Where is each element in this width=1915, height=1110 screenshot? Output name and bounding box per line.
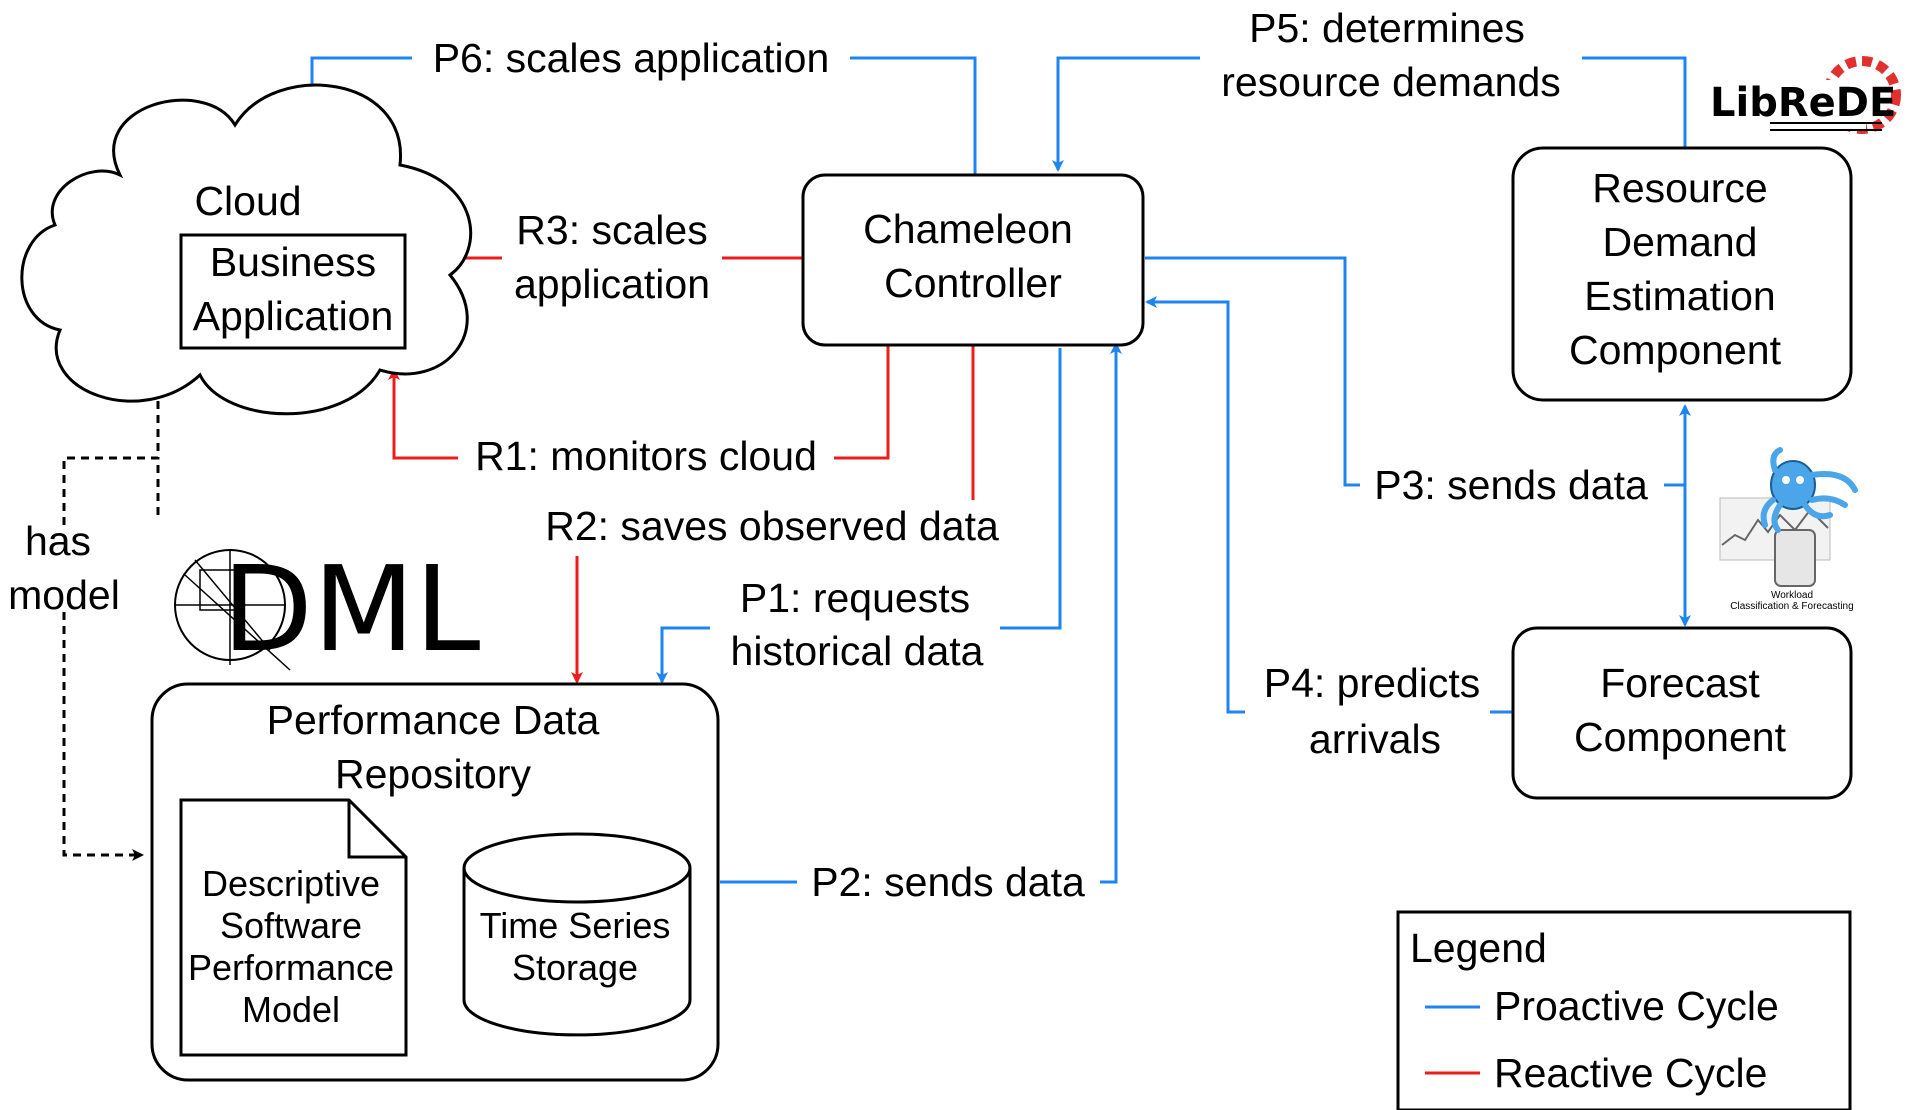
forecast-label-2: Component [1574, 714, 1787, 760]
cloud-title: Cloud [194, 178, 301, 224]
performance-data-repository-node: Performance Data Repository Descriptive … [150, 682, 720, 1082]
edge-label-has-model-1: has [25, 518, 91, 564]
model-document-fold [347, 800, 406, 859]
controller-label-2: Controller [884, 260, 1062, 306]
repository-label-2: Repository [335, 751, 531, 797]
storage-label-1: Time Series [480, 905, 671, 946]
time-series-storage-cylinder [462, 832, 692, 1037]
wcf-logo: Workload Classification & Forecasting [1719, 447, 1858, 612]
octopus-icon [1760, 447, 1858, 533]
edge-p4 [1147, 302, 1512, 714]
edge-label-p6: P6: scales application [433, 35, 830, 81]
edge-label-p4-2: arrivals [1309, 716, 1441, 762]
rde-label-4: Component [1569, 327, 1782, 373]
model-doc-label-1: Descriptive [202, 863, 380, 904]
chameleon-controller-node: Chameleon Controller [801, 173, 1145, 347]
rde-label-1: Resource [1592, 165, 1767, 211]
edge-label-r2: R2: saves observed data [545, 503, 999, 549]
edge-label-r3-2: application [514, 261, 710, 307]
edge-label-r3-1: R3: scales [516, 207, 707, 253]
controller-label-1: Chameleon [863, 206, 1073, 252]
business-application-label-2: Application [193, 293, 394, 339]
edge-label-has-model-2: model [8, 572, 120, 618]
librede-logo: LibReDE [1710, 56, 1901, 134]
legend-box [1396, 910, 1852, 1110]
forecast-box [1511, 626, 1853, 800]
edge-label-p3: P3: sends data [1374, 462, 1648, 508]
edge-label-p1-2: historical data [731, 628, 984, 674]
cloud-node: Cloud Business Application [20, 83, 473, 416]
model-doc-label-2: Software [220, 905, 362, 946]
edge-label-p4-1: P4: predicts [1264, 660, 1481, 706]
edge-label-p5-1: P5: determines [1249, 5, 1525, 51]
forecast-component-node: Forecast Component [1511, 626, 1853, 800]
wcf-logo-text-1: Workload [1771, 590, 1813, 601]
edge-p1 [662, 348, 1062, 682]
edge-has-model-up [62, 366, 164, 525]
rde-label-2: Demand [1603, 219, 1758, 265]
controller-box [801, 173, 1145, 347]
storage-label-2: Storage [512, 947, 638, 988]
business-application-label-1: Business [210, 239, 376, 285]
legend-title: Legend [1410, 925, 1547, 971]
forecast-label-1: Forecast [1600, 660, 1760, 706]
edge-label-r1: R1: monitors cloud [475, 433, 817, 479]
edge-label-p2: P2: sends data [811, 859, 1085, 905]
edge-p5 [1058, 56, 1687, 170]
model-document-shape [179, 798, 408, 1057]
legend: Legend Proactive Cycle Reactive Cycle [1396, 910, 1852, 1110]
rde-box [1511, 146, 1853, 402]
model-doc-label-4: Model [242, 989, 340, 1030]
edge-has-model-down [62, 612, 144, 861]
edge-p2 [720, 344, 1116, 884]
edge-label-p5-2: resource demands [1221, 59, 1561, 105]
edge-label-p1-1: P1: requests [740, 575, 970, 621]
legend-proactive-label: Proactive Cycle [1494, 983, 1779, 1029]
business-application-box [179, 233, 407, 350]
repository-label-1: Performance Data [267, 697, 600, 743]
wcf-logo-text-2: Classification & Forecasting [1730, 601, 1853, 612]
dml-logo: DML [174, 540, 481, 678]
rde-label-3: Estimation [1584, 273, 1775, 319]
dml-logo-text: DML [222, 540, 481, 678]
edge-r1 [394, 345, 890, 460]
legend-reactive-label: Reactive Cycle [1494, 1050, 1767, 1096]
rde-component-node: Resource Demand Estimation Component [1511, 146, 1853, 402]
model-doc-label-3: Performance [188, 947, 394, 988]
edge-p3 [1145, 256, 1684, 487]
librede-logo-text: LibReDE [1710, 80, 1896, 126]
